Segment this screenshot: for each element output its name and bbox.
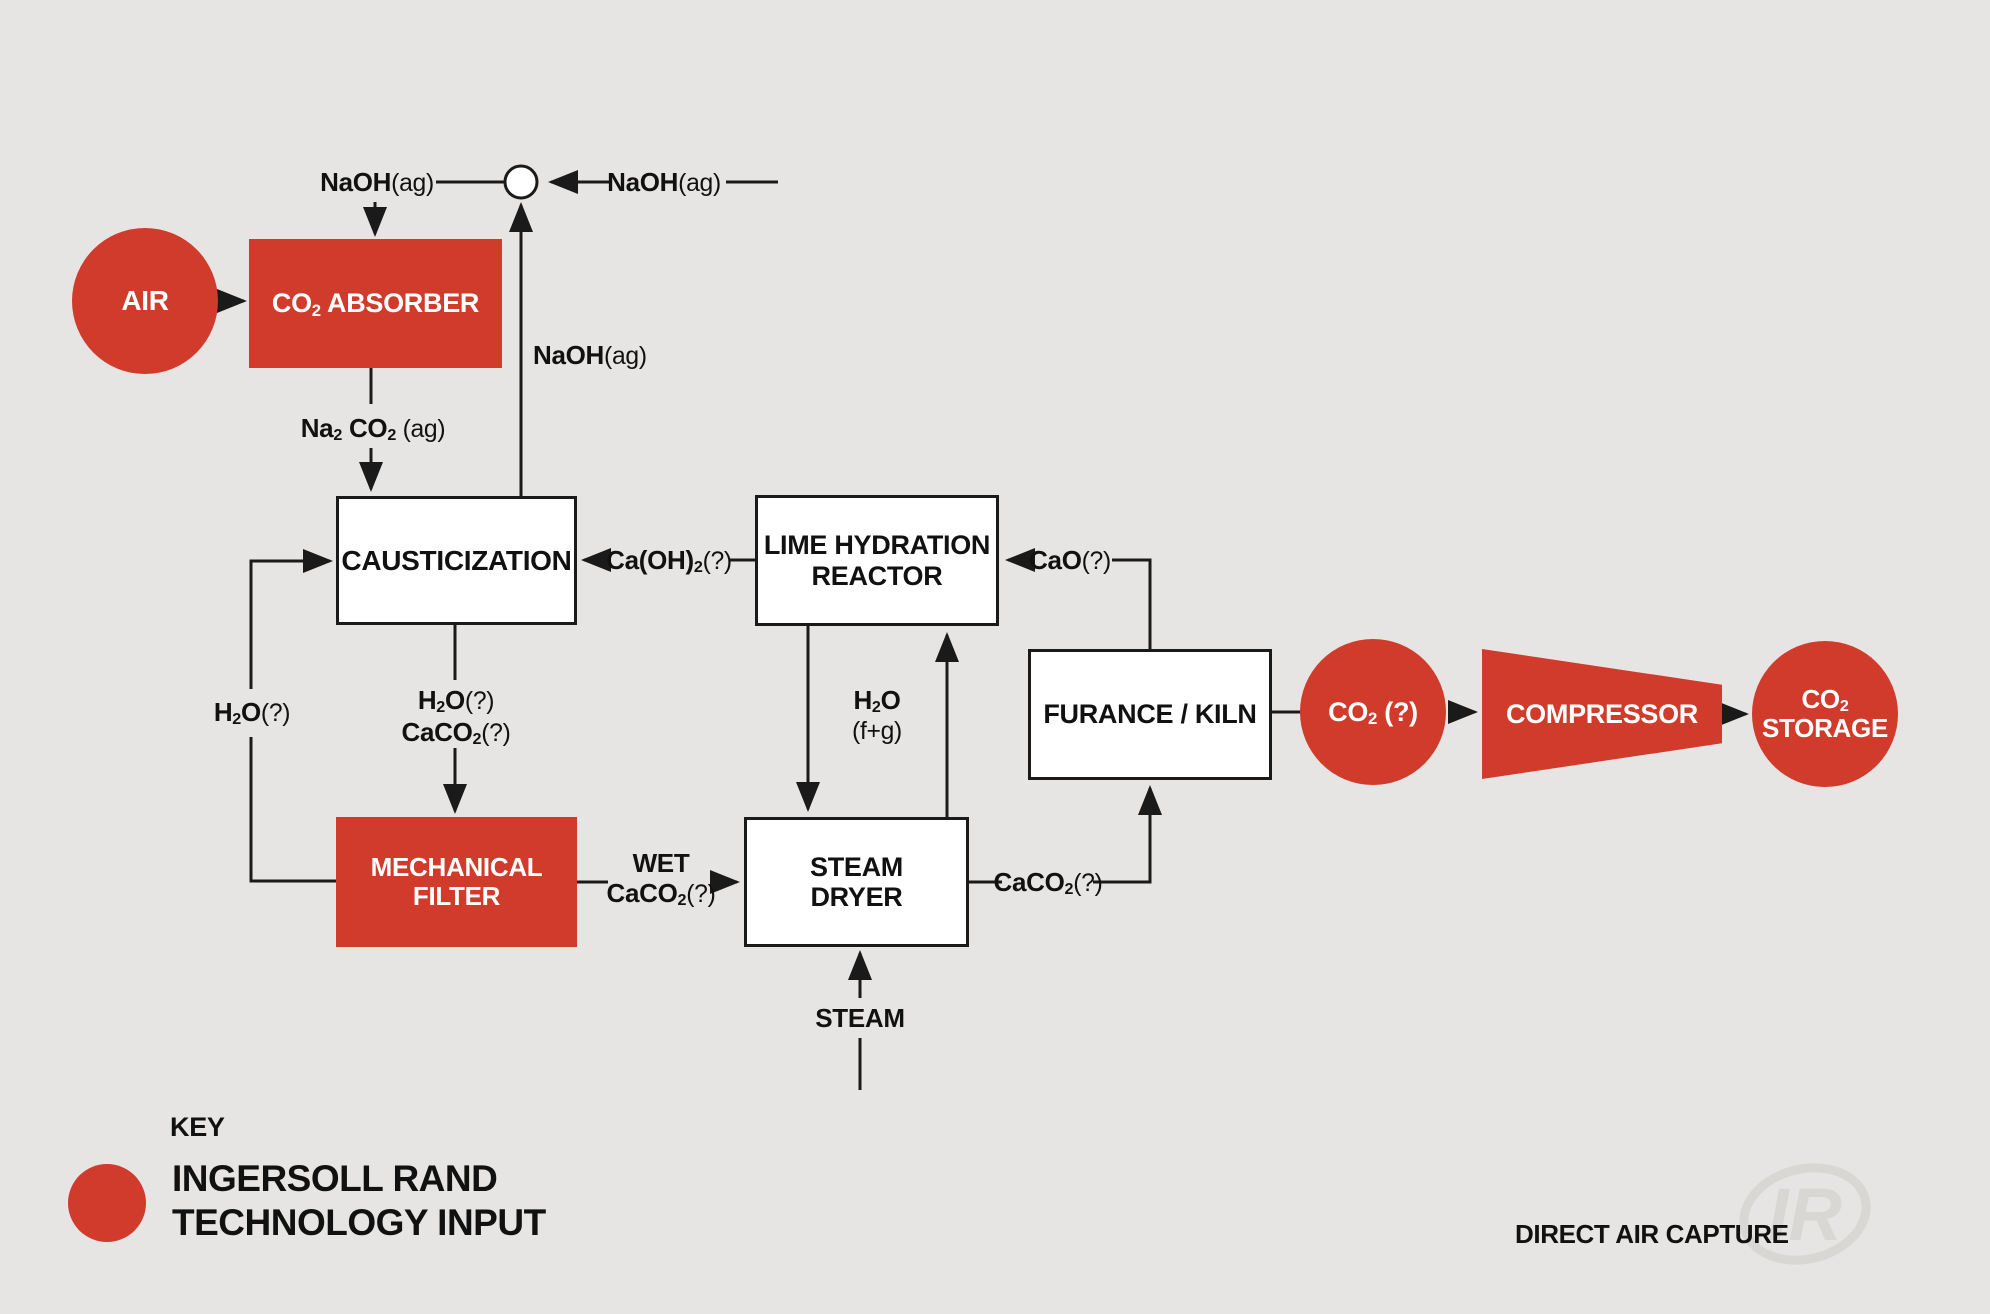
mechanical-filter-label-line1: MECHANICAL — [370, 851, 543, 882]
ir-watermark-oval — [1739, 1163, 1871, 1265]
h2o-fg-label-line2: (f+g) — [852, 718, 902, 745]
air-label: AIR — [121, 285, 169, 317]
compressor-label: COMPRESSOR — [1505, 698, 1699, 729]
h2o-caco2-label-line1: H2O(?) — [417, 685, 495, 717]
mechanical-filter-label-line2: FILTER — [412, 881, 501, 911]
ir-watermark: IR — [1739, 1163, 1871, 1265]
wet-caco2-label-line2: CaCO2(?) — [606, 878, 716, 910]
compressor-node: COMPRESSOR — [1482, 649, 1722, 779]
co2-storage-label-line2: STORAGE — [1762, 713, 1888, 743]
na2co2-label: Na2 CO2 (ag) — [300, 413, 446, 445]
causticization-label: CAUSTICIZATION — [341, 544, 572, 576]
line-furnace-to-cao — [1112, 558, 1152, 649]
h2o-recycle-label: H2O(?) — [213, 697, 291, 729]
key-legend: INGERSOLL RAND TECHNOLOGY INPUT — [172, 1157, 546, 1245]
co2-output-node: CO2 (?) — [1300, 639, 1446, 785]
h2o-caco2-label: H2O(?) CaCO2(?) — [402, 685, 511, 749]
line-filter-recycle-lower — [249, 737, 336, 883]
naoh-top-left-label: NaOH(ag) — [320, 167, 434, 197]
cao-label: CaO(?) — [1029, 545, 1111, 575]
co2-absorber-node: CO2 ABSORBER — [249, 239, 502, 368]
key-legend-line1: INGERSOLL RAND — [172, 1158, 498, 1199]
naoh-top-right-label: NaOH(ag) — [607, 167, 721, 197]
lime-hydration-reactor-node: LIME HYDRATION REACTOR — [755, 495, 999, 626]
key-heading: KEY — [170, 1112, 225, 1142]
h2o-caco2-label-line2: CaCO2(?) — [401, 717, 511, 749]
caoh2-label: Ca(OH)2(?) — [606, 545, 732, 577]
h2o-fg-label: H2O (f+g) — [852, 685, 902, 747]
naoh-mid-label: NaOH(ag) — [533, 340, 647, 370]
steam-dryer-label-line2: DRYER — [810, 882, 903, 912]
steam-dryer-label-line1: STEAM — [809, 851, 903, 882]
co2-storage-label-line1: CO2 — [1801, 683, 1849, 716]
steam-label: STEAM — [815, 1003, 905, 1033]
air-node: AIR — [72, 228, 218, 374]
key-legend-line2: TECHNOLOGY INPUT — [172, 1202, 546, 1243]
caco2-right-label: CaCO2(?) — [993, 867, 1103, 899]
h2o-fg-label-line1: H2O — [853, 685, 901, 717]
lime-hydration-label-line1: LIME HYDRATION — [763, 530, 991, 561]
wet-caco2-label-line1: WET — [632, 848, 690, 878]
direct-air-capture-caption: DIRECT AIR CAPTURE — [1515, 1219, 1789, 1249]
junction-circle — [503, 164, 539, 200]
co2-storage-node: CO2 STORAGE — [1752, 641, 1898, 787]
co2-output-label: CO2 (?) — [1328, 696, 1418, 729]
furnace-kiln-label: FURANCE / KILN — [1043, 699, 1257, 730]
key-red-circle-swatch — [68, 1164, 146, 1242]
co2-absorber-label: CO2 ABSORBER — [271, 288, 480, 320]
furnace-kiln-node: FURANCE / KILN — [1028, 649, 1272, 780]
mechanical-filter-node: MECHANICAL FILTER — [336, 817, 577, 947]
causticization-node: CAUSTICIZATION — [336, 496, 577, 625]
arrow-recycle-to-causticization — [249, 549, 333, 689]
wet-caco2-label: WET CaCO2(?) — [607, 848, 716, 910]
lime-hydration-label-line2: REACTOR — [811, 560, 943, 591]
steam-dryer-node: STEAM DRYER — [744, 817, 969, 947]
